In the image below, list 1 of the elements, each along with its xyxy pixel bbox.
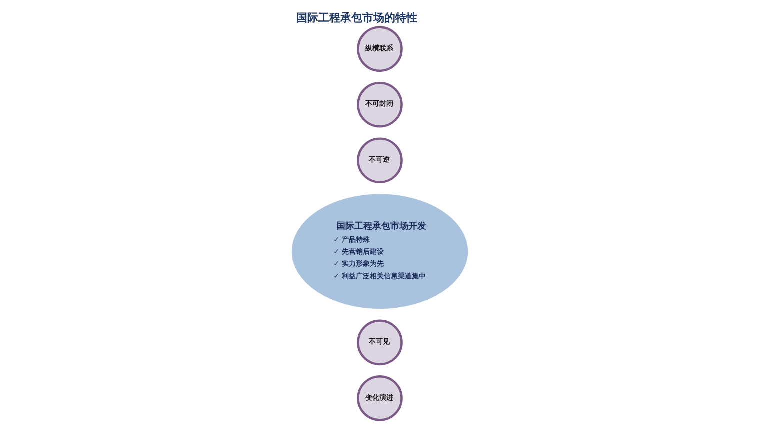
diagram-title: 国际工程承包市场的特性: [296, 11, 418, 24]
